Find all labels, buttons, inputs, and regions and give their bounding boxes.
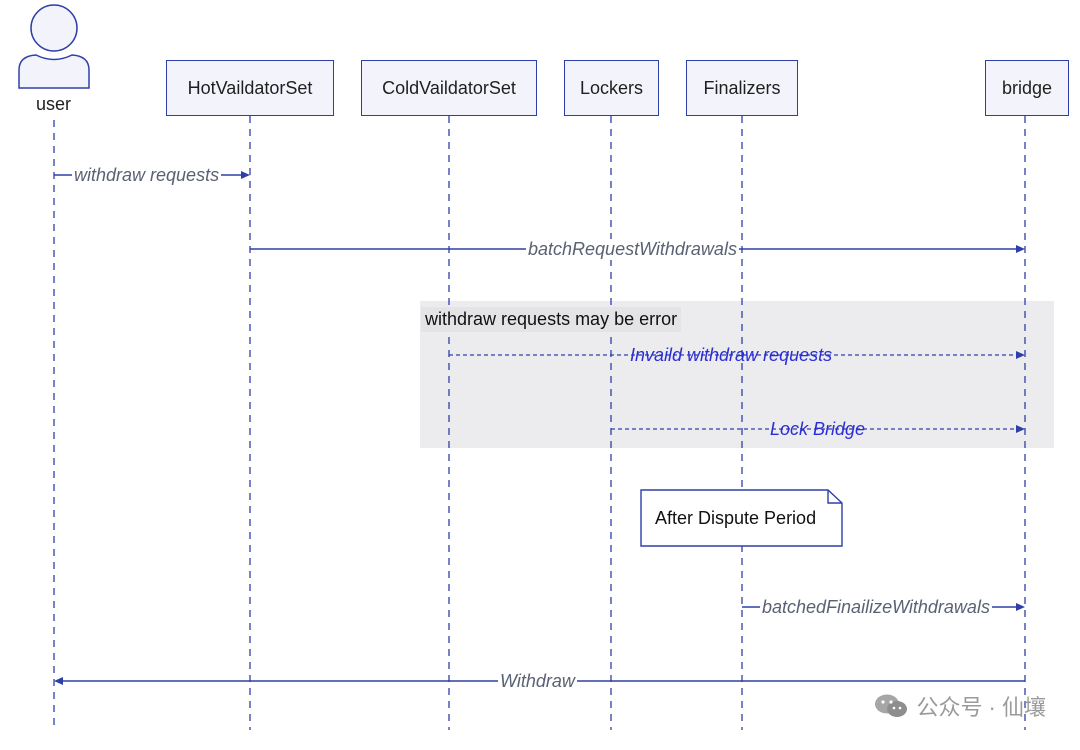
actor-label-user: user xyxy=(36,94,72,114)
participant-finalizers: Finalizers xyxy=(686,60,798,116)
arrowhead-icon xyxy=(241,171,250,179)
message-label-lock-bridge: Lock Bridge xyxy=(770,419,866,439)
note-text: After Dispute Period xyxy=(655,508,817,528)
note-box xyxy=(640,489,843,547)
arrowhead-icon xyxy=(1016,245,1025,253)
arrowhead-icon xyxy=(1016,351,1025,359)
message-label-batched-finalize-withdrawals: batchedFinailizeWithdrawals xyxy=(760,597,992,618)
message-label-batch-request-withdrawals: batchRequestWithdrawals xyxy=(526,239,739,260)
participant-hot-validator-set: HotVaildatorSet xyxy=(166,60,334,116)
arrowhead-icon xyxy=(1016,425,1025,433)
wechat-icon xyxy=(875,694,908,717)
message-label-invalid-withdraw-requests: Invaild withdraw requests xyxy=(630,345,833,365)
watermark: 公众号 · 仙壤 xyxy=(874,690,1046,722)
user-actor-icon xyxy=(18,4,90,89)
participant-cold-validator-set: ColdVaildatorSet xyxy=(361,60,537,116)
arrowhead-icon xyxy=(1016,603,1025,611)
arrowhead-icon xyxy=(54,677,63,685)
message-label-withdraw: Withdraw xyxy=(498,671,577,692)
optional-group-title: withdraw requests may be error xyxy=(421,307,682,332)
participant-bridge: bridge xyxy=(985,60,1069,116)
participant-lockers: Lockers xyxy=(564,60,659,116)
watermark-text: 公众号 · 仙壤 xyxy=(916,695,1046,720)
message-label-withdraw-requests: withdraw requests xyxy=(72,165,222,186)
